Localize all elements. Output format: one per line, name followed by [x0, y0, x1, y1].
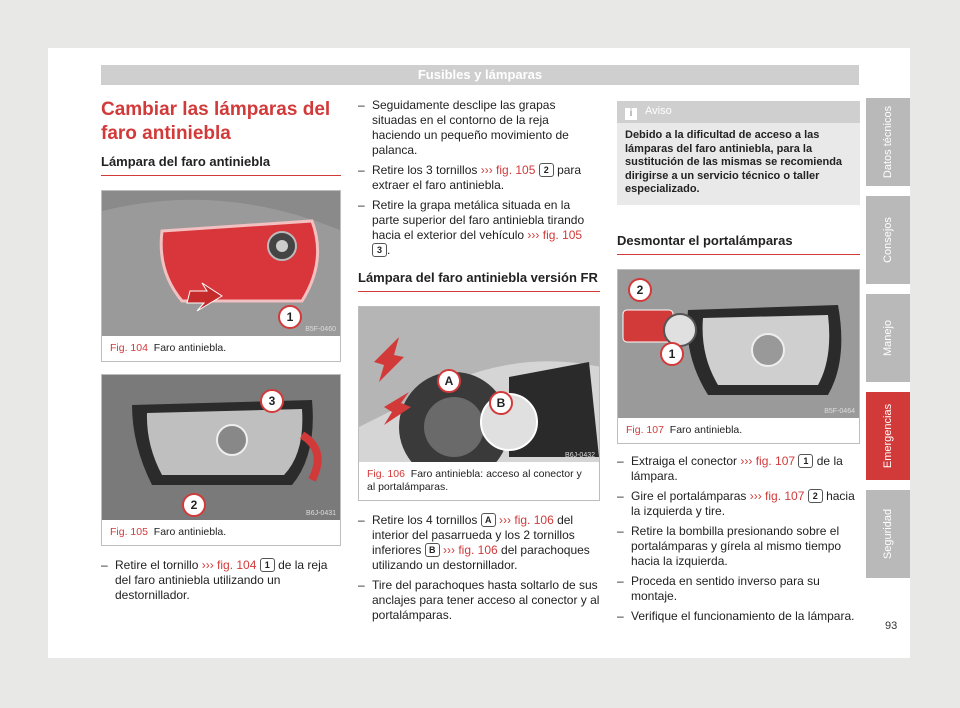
figure-link[interactable]: ››› fig. 105 — [480, 163, 536, 177]
steps-list: Seguidamente desclipe las grapas situada… — [358, 98, 600, 258]
tab-manejo[interactable]: Manejo — [866, 294, 910, 382]
figure-link[interactable]: ››› fig. 105 — [527, 228, 583, 242]
section-header: Fusibles y lámparas — [101, 65, 859, 85]
list-item: Verifique el funcionamiento de la lámpar… — [617, 609, 860, 624]
figure-105-image: 3 2 B6J-0431 — [102, 375, 340, 520]
callout-3: 3 — [260, 389, 284, 413]
figure-link[interactable]: ››› fig. 106 — [495, 513, 554, 527]
column-2: Seguidamente desclipe las grapas situada… — [358, 98, 600, 628]
callout-1: 1 — [278, 305, 302, 329]
steps-list: Retire el tornillo ››› fig. 104 1 de la … — [101, 558, 341, 603]
callout-B: B — [489, 391, 513, 415]
figure-107: 2 1 B5F-0464 Fig. 107 Faro antiniebla. — [617, 268, 860, 444]
figure-106: A B B6J-0432 Fig. 106 Faro antiniebla: a… — [358, 306, 600, 501]
tab-seguridad[interactable]: Seguridad — [866, 490, 910, 578]
figure-code: B6J-0432 — [565, 452, 595, 459]
list-item: Extraiga el conector ››› fig. 107 1 de l… — [617, 453, 860, 484]
figure-caption: Fig. 105 Faro antiniebla. — [110, 526, 227, 538]
figure-105: 3 2 B6J-0431 Fig. 105 Faro antiniebla. — [101, 374, 341, 546]
list-item: Tire del parachoques hasta soltarlo de s… — [358, 578, 600, 623]
figure-caption: Fig. 104 Faro antiniebla. — [110, 342, 227, 354]
fog-lamp-screws-illustration — [102, 375, 340, 520]
page-title: Cambiar las lámparas del faro antiniebla — [101, 99, 331, 144]
tab-datos-tecnicos[interactable]: Datos técnicos — [866, 98, 910, 186]
figure-code: B5F-0464 — [824, 407, 855, 415]
list-item: Proceda en sentido inverso para su monta… — [617, 574, 860, 604]
subheading-fog-lamp: Lámpara del faro antiniebla — [101, 154, 341, 176]
figure-link[interactable]: ››› fig. 107 — [749, 488, 805, 503]
callout-2: 2 — [628, 277, 652, 302]
figure-link[interactable]: ››› fig. 106 — [439, 543, 498, 557]
list-item: Gire el portalámparas ››› fig. 107 2 hac… — [617, 488, 860, 519]
section-title: Fusibles y lámparas — [417, 67, 543, 82]
tab-consejos[interactable]: Consejos — [866, 196, 910, 284]
page-number: 93 — [885, 620, 898, 632]
column-1: Cambiar las lámparas del faro antiniebla… — [101, 90, 341, 608]
figure-106-image: A B B6J-0432 — [359, 307, 599, 462]
subheading-fr: Lámpara del faro antiniebla versión FR — [358, 270, 600, 292]
figure-104-image: 1 B5F-0460 — [102, 191, 340, 336]
figure-code: B6J-0431 — [306, 510, 336, 517]
fr-bumper-illustration — [359, 307, 599, 462]
figure-caption: Fig. 107 Faro antiniebla. — [626, 423, 743, 436]
subheading-portalamparas: Desmontar el portalámparas — [617, 233, 860, 255]
info-icon: i — [625, 108, 637, 120]
figure-104: 1 B5F-0460 Fig. 104 Faro antiniebla. — [101, 190, 341, 362]
steps-list: Extraiga el conector ››› fig. 107 1 de l… — [617, 453, 860, 624]
list-item: Retire la grapa metálica situada en la p… — [358, 198, 600, 258]
figure-107-image: 2 1 B5F-0464 — [618, 269, 859, 418]
figure-link[interactable]: ››› fig. 107 — [740, 453, 796, 468]
callout-A: A — [437, 369, 461, 393]
fog-lamp-grille-illustration — [102, 191, 340, 336]
list-item: Retire la bombilla presionando sobre el … — [617, 524, 860, 569]
steps-list: Retire los 4 tornillos A ››› fig. 106 de… — [358, 513, 600, 623]
note-text: Debido a la dificultad de acceso a las l… — [625, 129, 843, 195]
figure-code: B5F-0460 — [305, 326, 336, 333]
list-item: Retire los 3 tornillos ››› fig. 105 2 pa… — [358, 163, 600, 193]
list-item: Retire el tornillo ››› fig. 104 1 de la … — [101, 558, 341, 603]
figure-link[interactable]: ››› fig. 104 — [201, 558, 257, 572]
callout-2: 2 — [182, 493, 206, 517]
list-item: Seguidamente desclipe las grapas situada… — [358, 98, 600, 158]
callout-1: 1 — [660, 341, 684, 366]
list-item: Retire los 4 tornillos A ››› fig. 106 de… — [358, 513, 600, 573]
tab-emergencias[interactable]: Emergencias — [866, 392, 910, 480]
lamp-holder-illustration — [618, 269, 859, 418]
figure-caption: Fig. 106 Faro antiniebla: acceso al cone… — [367, 468, 582, 493]
